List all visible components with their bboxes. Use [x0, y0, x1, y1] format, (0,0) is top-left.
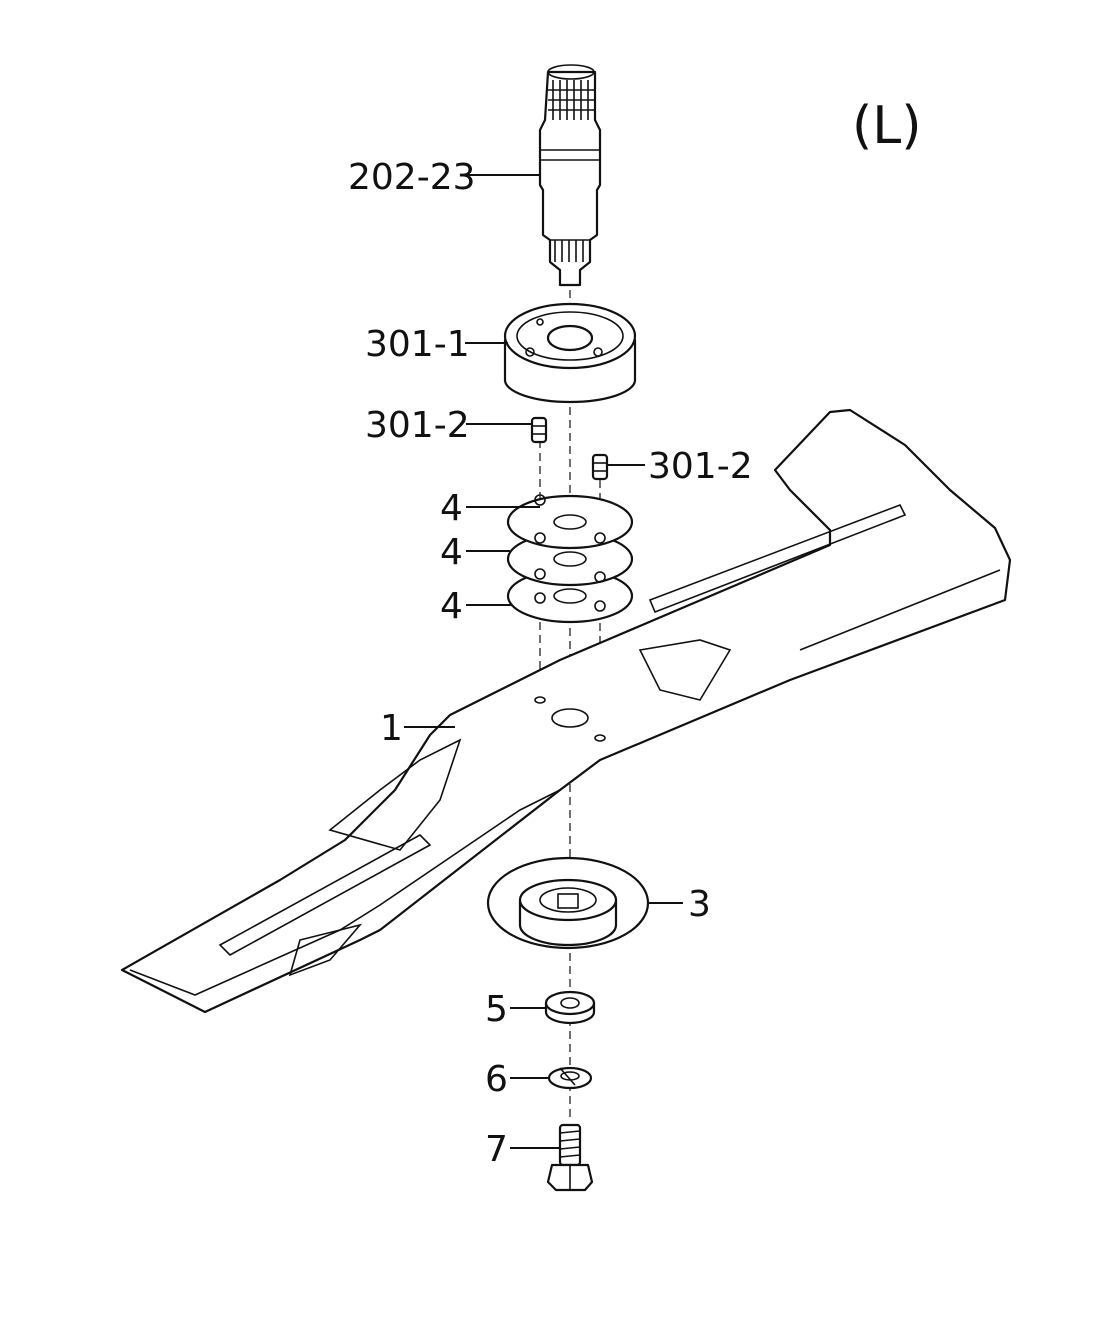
callout-pin-left: 301-2: [365, 405, 470, 446]
callout-shaft: 202-23: [348, 157, 476, 198]
callout-blade: 1: [380, 708, 403, 749]
bolt: [546, 1123, 594, 1192]
callout-spring-washer: 6: [485, 1059, 508, 1100]
spring-washer: [547, 1066, 593, 1090]
callout-bolt: 7: [485, 1129, 508, 1170]
callout-washer-bottom: 4: [440, 586, 463, 627]
pin-right: [591, 453, 609, 481]
pin-left: [530, 416, 548, 444]
blade-holder: [486, 856, 650, 950]
callout-washer-mid: 4: [440, 532, 463, 573]
callout-flat-washer: 5: [485, 989, 508, 1030]
blade: [120, 408, 1012, 1014]
callout-bearing: 301-1: [365, 324, 470, 365]
callout-pin-right: 301-2: [648, 446, 753, 487]
view-label: (L): [852, 96, 922, 156]
washer-top: [506, 494, 634, 550]
leader-lines: [404, 174, 683, 1149]
flat-washer: [544, 990, 596, 1025]
shaft: [538, 64, 602, 287]
callout-blade-holder: 3: [688, 884, 711, 925]
callout-washer-top: 4: [440, 488, 463, 529]
bearing: [503, 302, 637, 404]
